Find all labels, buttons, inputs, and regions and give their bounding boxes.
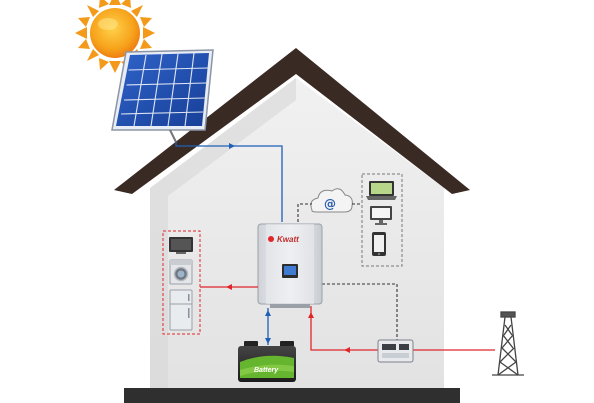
battery-label: Battery: [254, 367, 279, 374]
load-arrow: [226, 284, 232, 290]
pv-arrow: [229, 143, 235, 149]
battery-arrow-down: [265, 338, 271, 344]
comm-lines: [297, 203, 398, 340]
laptop-icon: [366, 181, 397, 200]
monitoring-devices-group: [361, 173, 403, 267]
refrigerator-icon: [169, 289, 193, 331]
tv-icon: [169, 237, 193, 254]
cloud-icon: @: [310, 188, 353, 213]
cloud-at-symbol: @: [324, 197, 336, 211]
solar-panel-icon: [111, 49, 214, 143]
monitor-icon: [370, 206, 392, 225]
grid-arrow-inverter: [308, 312, 314, 318]
inverter-brand-label: Kwatt: [277, 235, 299, 244]
phone-icon: [372, 232, 386, 256]
house-roof: [114, 48, 470, 194]
grid-arrow-meter: [344, 347, 350, 353]
power-tower-icon: [492, 311, 524, 376]
house-wall-shade: [150, 78, 296, 392]
inverter-icon: Kwatt: [257, 223, 323, 308]
house-floor: [124, 388, 460, 403]
battery-arrow-up: [265, 310, 271, 316]
battery-icon: Battery: [238, 341, 296, 382]
washing-machine-icon: [169, 259, 193, 285]
grid-ac-line: [310, 306, 495, 351]
energy-meter-icon: [377, 339, 414, 363]
